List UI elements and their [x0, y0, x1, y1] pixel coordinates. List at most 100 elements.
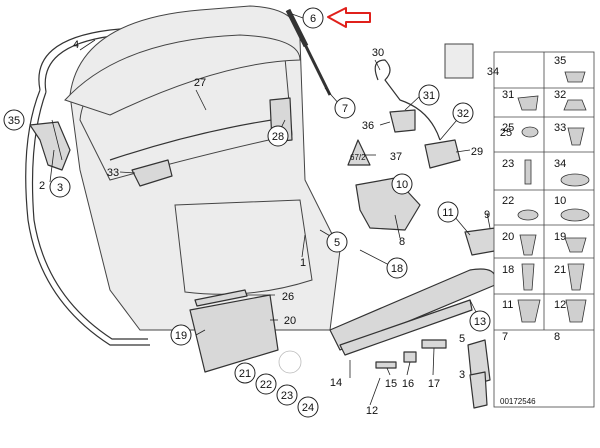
callout-label: 34	[487, 66, 499, 78]
panel-cell-10: 10	[554, 195, 566, 207]
callout-label: 2	[39, 180, 45, 192]
panel-cell-34: 34	[554, 158, 566, 170]
panel-cell-23: 23	[502, 158, 514, 170]
gas-strut-body	[285, 8, 309, 48]
callout-14: 14	[330, 377, 342, 389]
callout-label: 23	[281, 390, 293, 402]
highlight-arrow	[327, 7, 371, 28]
callout-label: 25	[500, 127, 512, 139]
pin-3	[469, 371, 488, 409]
callout-circle	[49, 176, 71, 198]
callout-label: 36	[362, 120, 374, 132]
fastener-panel: 00172546	[493, 51, 595, 408]
callout-circle	[276, 384, 298, 406]
callout-30: 30	[372, 47, 384, 59]
fastener-glyphs	[517, 71, 590, 323]
callout-label: 10	[396, 179, 408, 191]
hinge	[29, 121, 71, 171]
panel-cell-20: 20	[502, 231, 514, 243]
panel-cell-31: 31	[502, 89, 514, 101]
callout-label: 19	[175, 330, 187, 342]
callout-19: 19	[170, 324, 192, 346]
callout-28: 28	[267, 125, 289, 147]
callout-27: 27	[194, 77, 206, 89]
callout-23: 23	[276, 384, 298, 406]
callout-7: 7	[334, 97, 356, 119]
sticker-34	[444, 43, 474, 79]
callout-circle	[234, 362, 256, 384]
panel-cell-25: 25	[502, 122, 514, 134]
callout-18: 18	[386, 257, 408, 279]
callout-label: 20	[284, 315, 296, 327]
callout-label: 4	[73, 39, 79, 51]
callout-3: 3	[49, 176, 71, 198]
callout-34: 34	[487, 66, 499, 78]
panel-cell-21: 21	[554, 264, 566, 276]
plate-trim-26	[194, 289, 248, 307]
callout-circle	[302, 7, 324, 29]
callout-29: 29	[471, 146, 483, 158]
license-recess	[174, 199, 313, 295]
panel-cell-12: 12	[554, 299, 566, 311]
callout-label: 8	[399, 236, 405, 248]
callout-circle	[326, 231, 348, 253]
callout-label: 11	[442, 207, 453, 219]
callout-circle	[386, 257, 408, 279]
window-highlight	[109, 117, 286, 161]
callout-circle	[391, 173, 413, 195]
callout-22: 22	[255, 373, 277, 395]
callout-20: 20	[284, 315, 296, 327]
panel-cell-8: 8	[554, 331, 560, 343]
callout-label: 15	[385, 378, 397, 390]
clip-15	[375, 361, 397, 369]
callout-10: 10	[391, 173, 413, 195]
callout-label: 24	[302, 402, 314, 414]
callout-35: 35	[3, 109, 25, 131]
callout-label: 33	[107, 167, 119, 179]
callout-label: 18	[391, 263, 403, 275]
callout-label: 22	[260, 379, 272, 391]
callout-label: 6	[310, 13, 316, 25]
callout-label: 29	[471, 146, 483, 158]
callout-circle	[437, 201, 459, 223]
callout-label: 26	[282, 291, 294, 303]
panel-cell-18: 18	[502, 264, 514, 276]
callout-label: 35	[8, 115, 20, 127]
callout-16: 16	[402, 378, 414, 390]
callout-circle	[469, 310, 491, 332]
actuator-29	[424, 139, 461, 169]
bracket-36	[389, 109, 416, 133]
callout-11: 11	[437, 201, 459, 223]
panel-cell-32: 32	[554, 89, 566, 101]
callout-circle	[418, 84, 440, 106]
panel-cell-11: 11	[502, 299, 513, 311]
bracket-33	[131, 159, 173, 187]
callout-label: 28	[272, 131, 284, 143]
plate-clip-ghost	[278, 350, 302, 374]
callout-label: 12	[366, 405, 378, 417]
callout-32: 32	[452, 102, 474, 124]
callout-label: 31	[423, 90, 435, 102]
callout-5: 5	[326, 231, 348, 253]
panel-cell-19: 19	[554, 231, 566, 243]
callout-label: 30	[372, 47, 384, 59]
callout-24: 24	[297, 396, 319, 418]
callout-6: 6	[302, 7, 324, 29]
callout-circle	[297, 396, 319, 418]
callout-2: 2	[39, 180, 45, 192]
clip-16	[403, 351, 417, 363]
panel-cell-7: 7	[502, 331, 508, 343]
warning-label-text: 67/2	[350, 153, 366, 162]
callout-label: 16	[402, 378, 414, 390]
callout-label: 17	[428, 378, 440, 390]
callout-circle	[267, 125, 289, 147]
spoiler	[64, 34, 301, 116]
callout-12: 12	[366, 405, 378, 417]
tailgate-handle-trim	[339, 299, 473, 356]
callout-21: 21	[234, 362, 256, 384]
callout-label: 37	[390, 151, 402, 163]
callout-37: 37	[390, 151, 402, 163]
panel-cell-3: 3	[459, 369, 465, 381]
